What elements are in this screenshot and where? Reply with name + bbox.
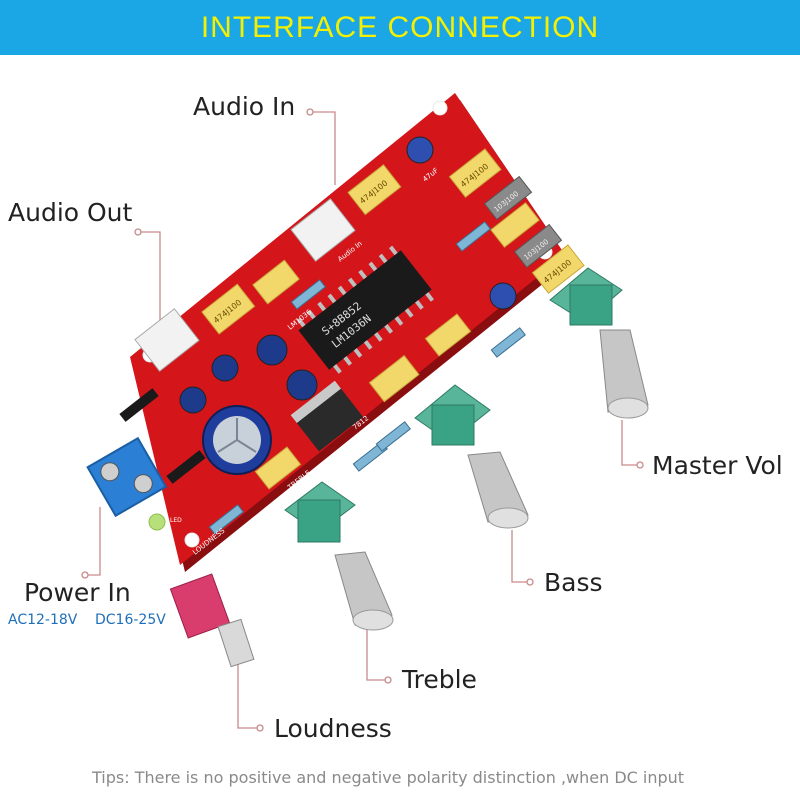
svg-text:LED: LED — [170, 517, 182, 524]
label-audio-in: Audio In — [193, 92, 296, 121]
label-loudness: Loudness — [274, 714, 392, 743]
label-power-in: Power In — [24, 578, 131, 607]
label-treble: Treble — [402, 665, 477, 694]
label-audio-out: Audio Out — [8, 198, 133, 227]
treble-pot — [284, 481, 394, 631]
callout-line-loudness — [237, 660, 260, 729]
label-dc-range: DC16-25V — [95, 612, 166, 628]
callout-line-power-in — [85, 507, 101, 576]
master-vol-pot — [549, 267, 649, 419]
svg-text:V2.0: V2.0 — [544, 345, 561, 361]
label-ac-range: AC12-18V — [8, 612, 78, 628]
bass-pot — [414, 384, 529, 529]
film-capacitors: 474J100 474J100 474J100 474J100 — [201, 148, 585, 490]
header-banner: INTERFACE CONNECTION — [0, 0, 800, 55]
audio-out-connector — [134, 308, 200, 372]
loudness-switch — [169, 573, 255, 668]
tips-text: Tips: There is no positive and negative … — [92, 768, 685, 787]
callout-line-audio-out — [138, 231, 161, 325]
callout-line-bass — [511, 530, 530, 583]
label-master-vol: Master Vol — [652, 451, 783, 480]
audio-in-connector — [290, 198, 356, 262]
svg-text:BASS: BASS — [416, 384, 436, 402]
callout-line-treble — [366, 630, 388, 681]
callout-line-audio-in — [310, 111, 336, 185]
power-terminal — [86, 436, 168, 518]
ic-chip — [298, 250, 432, 370]
callout-line-master-vol — [621, 420, 640, 466]
page-title: INTERFACE CONNECTION — [200, 10, 600, 44]
label-bass: Bass — [544, 568, 603, 597]
